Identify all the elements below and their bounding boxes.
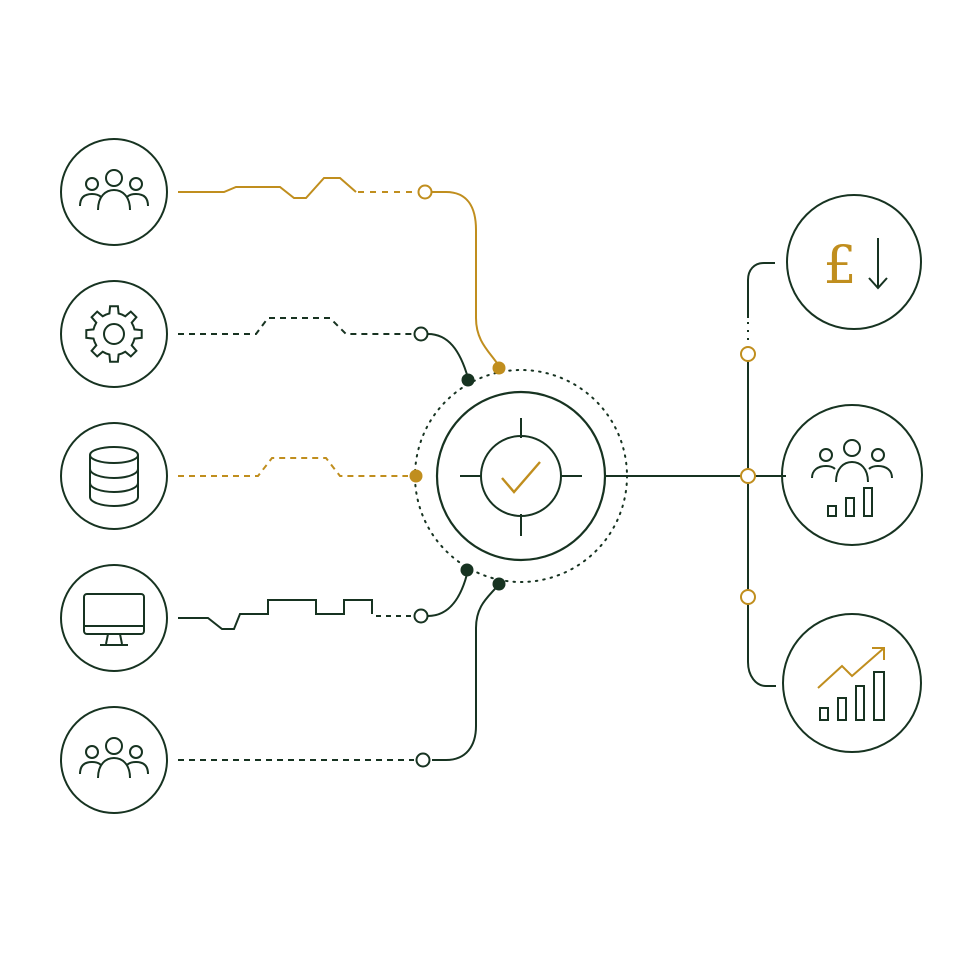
- output-node-3: [782, 613, 922, 753]
- entry-dot-4: [460, 563, 474, 577]
- hub-dotted-ring: [414, 369, 628, 583]
- output-connectors: [605, 262, 786, 687]
- entry-dot-5: [492, 577, 506, 591]
- input-node-1: [60, 138, 168, 246]
- junction-5: [415, 752, 431, 768]
- input-node-3: [60, 422, 168, 530]
- connector-5: [178, 583, 500, 761]
- input-node-4: [60, 564, 168, 672]
- pound-down-icon: £: [823, 236, 888, 296]
- gear-icon: [85, 305, 143, 363]
- output-node-2: [781, 404, 923, 546]
- connector-1: [178, 177, 500, 367]
- output-junction-2: [740, 468, 756, 484]
- junction-2: [413, 326, 429, 342]
- checkmark-target-icon: [460, 418, 582, 536]
- connector-2: [178, 317, 469, 379]
- junction-1: [417, 184, 433, 200]
- input-junctions: [413, 184, 433, 768]
- output-node-1: £: [786, 194, 922, 330]
- input-node-5: [60, 706, 168, 814]
- output-junctions: [740, 346, 756, 605]
- output-junction-3: [740, 589, 756, 605]
- monitor-icon: [83, 593, 145, 646]
- entry-dot-3: [409, 469, 423, 483]
- people-bar-chart-icon: [811, 439, 893, 517]
- output-junction-1: [740, 346, 756, 362]
- growth-chart-icon: [817, 647, 885, 721]
- hub: [414, 369, 628, 583]
- input-node-2: [60, 280, 168, 388]
- connector-4: [178, 569, 469, 630]
- database-icon: [89, 446, 139, 508]
- connector-3: [178, 457, 408, 477]
- entry-dot-1: [492, 361, 506, 375]
- junction-4: [413, 608, 429, 624]
- input-nodes: [60, 138, 168, 814]
- input-connectors: [178, 177, 500, 761]
- people-group-icon: [79, 737, 149, 779]
- output-nodes: £: [781, 194, 923, 753]
- people-group-icon: [79, 169, 149, 211]
- entry-dot-2: [461, 373, 475, 387]
- hub-entry-dots: [409, 361, 506, 591]
- pound-symbol: £: [823, 236, 856, 296]
